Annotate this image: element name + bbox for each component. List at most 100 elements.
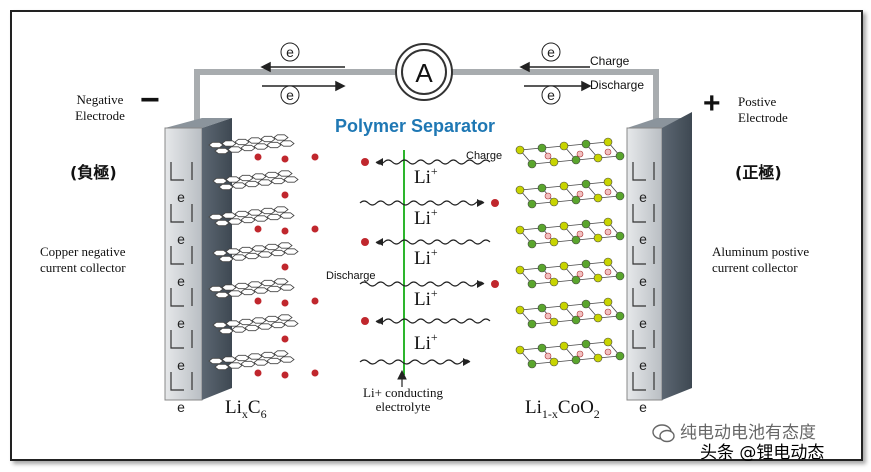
lattice-lithium: [604, 148, 612, 156]
lattice-atom: [581, 259, 591, 269]
li-ion-label: Li+: [414, 205, 438, 229]
graphite-hexagon: [225, 248, 241, 255]
graphite-hexagon: [277, 170, 293, 177]
negative-electrode-label: Negative Electrode: [75, 92, 125, 123]
lattice-atom: [559, 301, 569, 311]
graphite-hexagon: [270, 249, 286, 257]
positive-sign: +: [703, 87, 721, 120]
intercalated-lithium: [311, 297, 319, 305]
lattice-atom: [593, 313, 603, 323]
ion-path-arrow: [376, 158, 383, 166]
graphite-hexagon: [247, 209, 263, 216]
collector-electron: e: [639, 273, 647, 289]
lattice-atom: [537, 143, 547, 153]
lattice-atom: [581, 339, 591, 349]
graphite-hexagon: [253, 143, 269, 150]
graphite-hexagon: [221, 284, 237, 291]
collector-bracket: [170, 288, 184, 307]
collector-electron: e: [639, 315, 647, 331]
lattice-atom: [603, 257, 613, 267]
graphite-hexagon: [279, 356, 295, 363]
ion-path-arrow: [477, 199, 484, 207]
lattice-atom: [581, 299, 591, 309]
graphite-hexagon: [257, 179, 273, 186]
svg-text:e: e: [286, 44, 294, 60]
lattice-lithium: [544, 272, 552, 280]
lattice-atom: [593, 193, 603, 203]
lattice-atom: [571, 195, 581, 205]
lattice-lithium: [544, 352, 552, 360]
intercalated-lithium: [281, 371, 289, 379]
graphite-hexagon: [257, 251, 273, 258]
graphite-hexagon: [208, 213, 224, 221]
collector-bracket: [632, 330, 646, 349]
lattice-atom: [527, 239, 537, 249]
graphite-hexagon: [253, 359, 269, 366]
collector-electron: e: [639, 189, 647, 205]
lattice-atom: [603, 297, 613, 307]
graphite-hexagon: [227, 290, 243, 297]
negative-sign: −: [140, 81, 160, 119]
lattice-atom: [615, 271, 625, 281]
lattice-lithium: [604, 308, 612, 316]
graphite-hexagon: [273, 206, 289, 213]
lattice-atom: [559, 261, 569, 271]
lattice-lithium: [604, 348, 612, 356]
watermark-line1: 纯电动电池有态度: [680, 423, 816, 443]
collector-electron: e: [177, 189, 185, 205]
wechat-icon: [652, 424, 675, 443]
aluminum-current-collector: [626, 112, 692, 401]
watermark-line2: 头条 @锂电动态: [700, 443, 825, 463]
lattice-lithium: [576, 150, 584, 158]
lattice-atom: [549, 317, 559, 327]
lattice-lithium: [544, 312, 552, 320]
collector-bracket: [632, 372, 646, 391]
lattice-atom: [571, 355, 581, 365]
electrolyte-lithium-ions: [361, 158, 499, 325]
lattice-lithium: [544, 232, 552, 240]
collector-bracket: [632, 246, 646, 265]
lattice-lithium: [604, 268, 612, 276]
graphite-hexagon: [231, 326, 247, 333]
graphite-hexagon: [270, 321, 286, 329]
graphite-hexagon: [227, 362, 243, 369]
lattice-atom: [537, 223, 547, 233]
lattice-lithium: [544, 152, 552, 160]
collector-electron: e: [177, 273, 185, 289]
lattice-atom: [615, 191, 625, 201]
graphite-hexagon: [247, 353, 263, 360]
lattice-atom: [549, 197, 559, 207]
graphite-hexagon: [234, 210, 250, 218]
anode-compound-formula: LixC6: [225, 397, 267, 421]
lattice-atom: [615, 311, 625, 321]
graphite-hexagon: [279, 140, 295, 147]
graphite-hexagon: [244, 252, 260, 260]
graphite-hexagon: [214, 291, 230, 299]
graphite-hexagon: [212, 249, 228, 257]
intercalated-lithium: [254, 369, 262, 377]
lattice-atom: [581, 219, 591, 229]
intercalated-lithium: [281, 155, 289, 163]
negative-chinese-label: (負極): [70, 163, 117, 182]
ion-path: [375, 318, 491, 324]
lattice-atom: [527, 359, 537, 369]
collector-bracket: [170, 372, 184, 391]
intercalated-lithium: [281, 299, 289, 307]
lattice-atom: [515, 305, 525, 315]
graphite-hexagon: [264, 171, 280, 179]
ion-path: [359, 281, 485, 287]
ion-path-arrow: [477, 280, 484, 288]
lattice-atom: [559, 181, 569, 191]
graphite-hexagon: [264, 243, 280, 251]
intercalated-lithium: [254, 297, 262, 305]
graphite-hexagon: [253, 215, 269, 222]
lattice-atom: [549, 157, 559, 167]
graphite-hexagon: [247, 281, 263, 288]
graphite-hexagon: [266, 285, 282, 293]
ion-migration-paths: [359, 158, 491, 366]
lattice-atom: [593, 273, 603, 283]
lattice-atom: [559, 141, 569, 151]
lattice-atom: [515, 185, 525, 195]
